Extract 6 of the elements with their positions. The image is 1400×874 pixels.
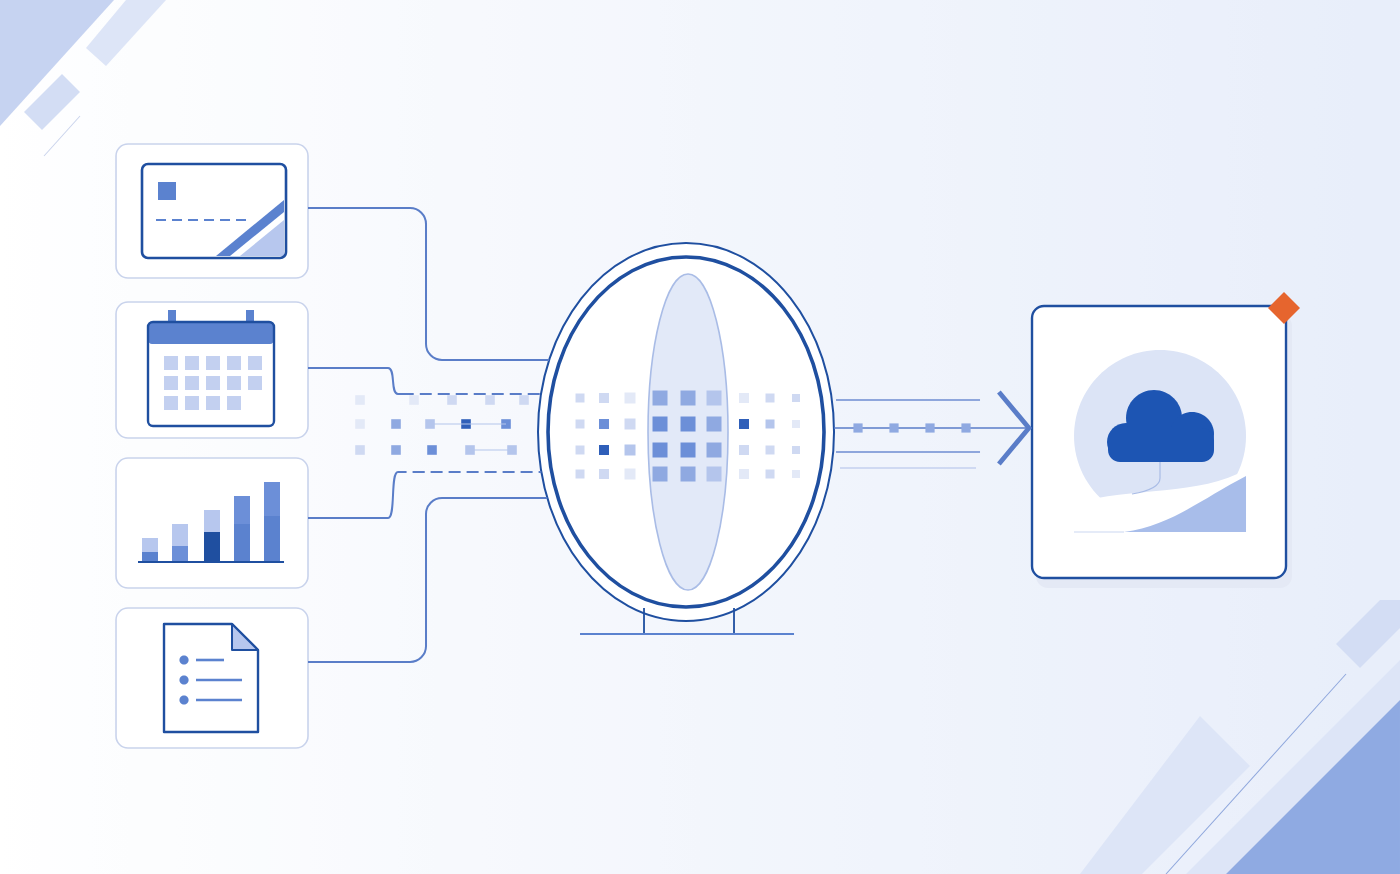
lens-ring — [537, 242, 835, 622]
arrow — [833, 390, 1032, 466]
connector — [307, 497, 549, 663]
connector — [307, 207, 551, 361]
connector — [307, 367, 543, 395]
connector — [307, 471, 543, 519]
